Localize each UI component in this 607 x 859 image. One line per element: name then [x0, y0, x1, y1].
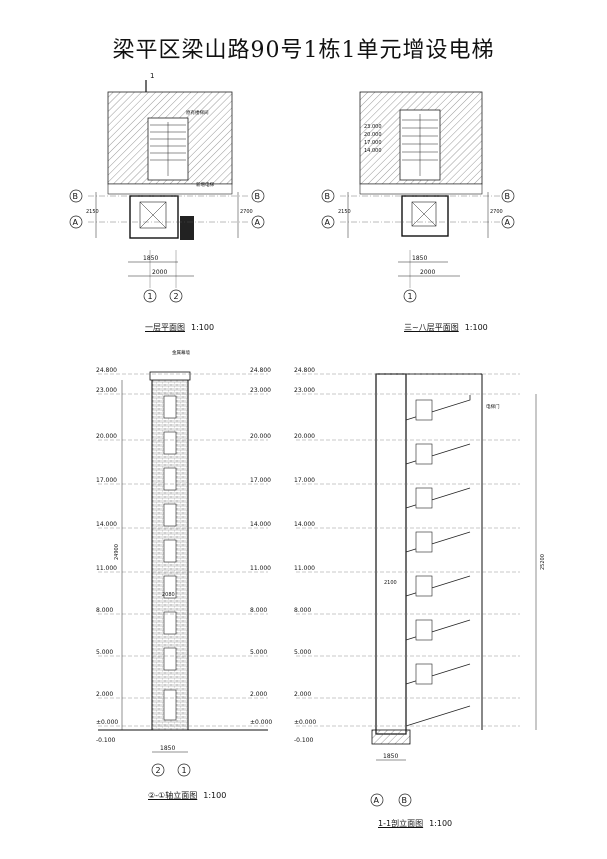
level-11000: 11.000 — [96, 565, 117, 572]
axis-bubble-a-right: A — [255, 218, 261, 227]
axis-bubble-2-elev: 2 — [156, 766, 161, 775]
level-2000: 2.000 — [96, 691, 113, 698]
dim-2150-upper: 2150 — [338, 209, 351, 215]
level-20000: 20.000 — [96, 433, 117, 440]
level-17000: 17.000 — [96, 477, 117, 484]
note-stair: 原有楼梯间 — [186, 109, 209, 116]
axis-bubble-1: 1 — [148, 292, 153, 301]
level-14000: 14.000 — [96, 521, 117, 528]
axis-bubble-b: B — [73, 192, 79, 201]
axis-bubble-b-right: B — [255, 192, 261, 201]
level-5000: 5.000 — [96, 649, 113, 656]
dim-1850-elev: 1850 — [160, 745, 175, 752]
axis-elevation: 24.800 23.000 20.000 17.000 14.000 11.00… — [96, 349, 272, 777]
section-view: 24.800 23.000 20.000 17.000 14.000 11.00… — [294, 367, 546, 807]
dim-2150: 2150 — [86, 209, 99, 215]
axis-bubble-a-upper-right: A — [505, 218, 511, 227]
section-level-8000: 8.000 — [294, 607, 311, 614]
dim-2000: 2000 — [152, 269, 167, 276]
level-23000: 23.000 — [96, 387, 117, 394]
upper-floor-plan: 1850 2000 2150 2700 B A B A 1 23.000 20.… — [321, 91, 515, 303]
section-level-minus: -0.100 — [294, 737, 314, 744]
section-level-11000: 11.000 — [294, 565, 315, 572]
dim-25200: 25200 — [540, 554, 546, 570]
level-11000-right: 11.000 — [250, 565, 271, 572]
level-list-upper-4: 14.000 — [364, 148, 382, 154]
axis-bubble-b-section: B — [402, 796, 408, 805]
note-new-elevator: 新增电梯 — [196, 181, 214, 188]
section-level-23000: 23.000 — [294, 387, 315, 394]
axis-bubble-1-upper: 1 — [408, 292, 413, 301]
axis-bubble-a-section: A — [374, 796, 380, 805]
ground-floor-plan: 1850 2000 2150 2700 B A B A 1 2 1 新增电梯 原… — [69, 72, 265, 303]
section-mark-1: 1 — [150, 72, 154, 80]
axis-bubble-b-upper: B — [325, 192, 331, 201]
level-0-right: ±0.000 — [250, 719, 272, 726]
level-23000-right: 23.000 — [250, 387, 271, 394]
dim-2100: 2100 — [384, 580, 397, 586]
level-17000-right: 17.000 — [250, 477, 271, 484]
dim-2000-upper: 2000 — [420, 269, 435, 276]
level-24800-right: 24.800 — [250, 367, 271, 374]
axis-bubble-a-upper: A — [325, 218, 331, 227]
level-20000-right: 20.000 — [250, 433, 271, 440]
note-metal-curtain-wall: 金属幕墙 — [172, 349, 190, 356]
axis-bubble-1-elev: 1 — [182, 766, 187, 775]
page-title: 梁平区梁山路90号1栋1单元增设电梯 — [112, 38, 495, 63]
level-list-upper: 23.000 — [364, 124, 382, 130]
level-0: ±0.000 — [96, 719, 118, 726]
dim-2080: 2080 — [162, 592, 175, 598]
section-level-17000: 17.000 — [294, 477, 315, 484]
note-elevator-door: 电梯门 — [486, 403, 500, 410]
section-level-24800: 24.800 — [294, 367, 315, 374]
level-5000-right: 5.000 — [250, 649, 267, 656]
section-level-2000: 2.000 — [294, 691, 311, 698]
dim-2700: 2700 — [240, 209, 253, 215]
axis-bubble-a: A — [73, 218, 79, 227]
section-level-20000: 20.000 — [294, 433, 315, 440]
section-level-14000: 14.000 — [294, 521, 315, 528]
level-minus-0100: -0.100 — [96, 737, 116, 744]
level-8000: 8.000 — [96, 607, 113, 614]
axis-bubble-b-upper-right: B — [505, 192, 511, 201]
level-8000-right: 8.000 — [250, 607, 267, 614]
dim-24900: 24900 — [114, 544, 120, 560]
dim-1850: 1850 — [143, 255, 158, 262]
section-level-5000: 5.000 — [294, 649, 311, 656]
level-list-upper-2: 20.000 — [364, 132, 382, 138]
section-level-0: ±0.000 — [294, 719, 316, 726]
dim-1850-upper: 1850 — [412, 255, 427, 262]
level-14000-right: 14.000 — [250, 521, 271, 528]
dim-1850-section: 1850 — [383, 753, 398, 760]
axis-bubble-2: 2 — [174, 292, 179, 301]
level-24800: 24.800 — [96, 367, 117, 374]
level-2000-right: 2.000 — [250, 691, 267, 698]
level-list-upper-3: 17.000 — [364, 140, 382, 146]
dim-2700-upper: 2700 — [490, 209, 503, 215]
